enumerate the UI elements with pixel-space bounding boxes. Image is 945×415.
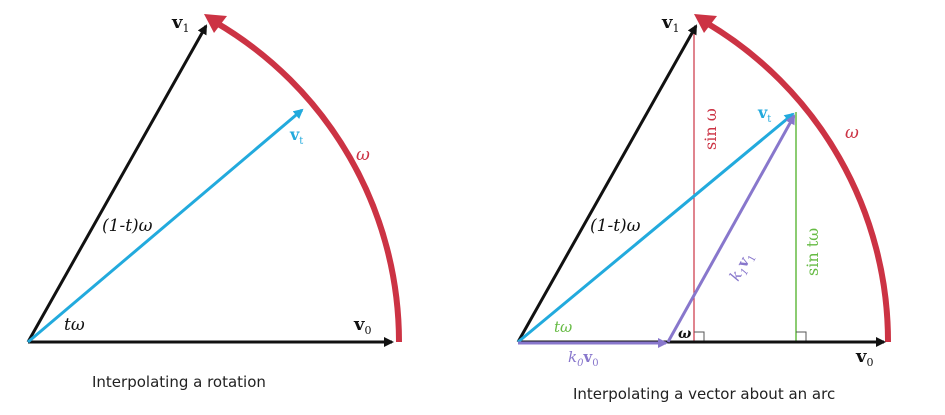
- right-t-omega-label: tω: [554, 318, 572, 336]
- left-v1-vector: [26, 24, 208, 343]
- right-k0v0-label: k0v0: [568, 348, 599, 369]
- right-k1v1-vector: [666, 114, 796, 343]
- left-omega-arc: [213, 19, 402, 343]
- right-angle-mark-1: [694, 331, 705, 342]
- right-sin-t-omega-label: sin tω: [803, 228, 822, 276]
- left-one-minus-t-omega-label: (1-t)ω: [102, 216, 153, 236]
- right-omega-arc: [703, 19, 892, 343]
- left-caption: Interpolating a rotation: [92, 373, 266, 391]
- right-v1-vector: [516, 24, 698, 343]
- right-corner-omega-label: ω: [678, 326, 692, 342]
- right-sin-omega-label: sin ω: [701, 108, 720, 150]
- left-t-omega-label: tω: [64, 315, 85, 335]
- left-omega-label: ω: [356, 145, 370, 165]
- right-v0-label: v0: [855, 346, 873, 369]
- left-vt-label: vt: [289, 125, 303, 147]
- right-omega-arc-head: [694, 14, 717, 33]
- left-v1-label: v1: [171, 12, 189, 35]
- right-one-minus-t-omega-label: (1-t)ω: [590, 216, 641, 236]
- right-diagram: v1 v0 vt ω (1-t)ω tω ω sin ω sin tω k0v0…: [516, 12, 892, 403]
- right-angle-mark-2: [796, 331, 807, 342]
- left-diagram: v1 v0 vt ω (1-t)ω tω Interpolating a rot…: [26, 12, 402, 391]
- right-vt-vector: [517, 112, 795, 344]
- right-v1-label: v1: [661, 12, 679, 35]
- right-omega-label: ω: [845, 123, 859, 143]
- right-k1v1-label: k1v1: [726, 248, 759, 285]
- right-vt-label: vt: [757, 103, 771, 125]
- left-vt-vector: [27, 108, 304, 344]
- right-caption: Interpolating a vector about an arc: [573, 385, 835, 403]
- left-v0-label: v0: [353, 314, 371, 337]
- left-omega-arc-head: [204, 14, 227, 33]
